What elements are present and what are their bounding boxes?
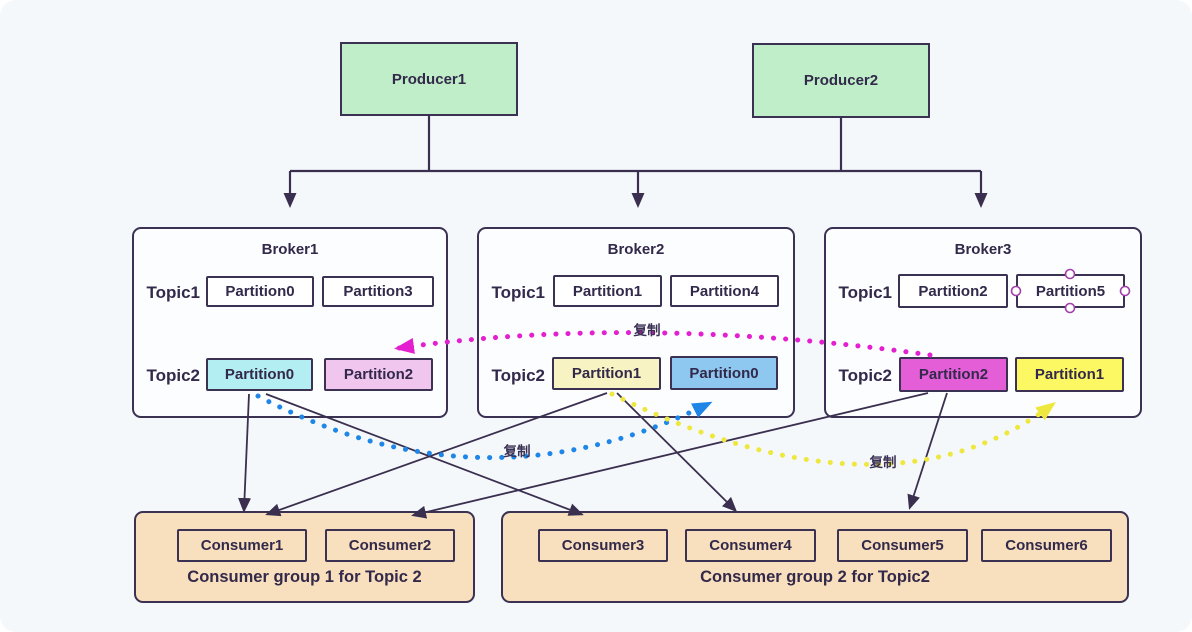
partition-label: Partition1	[572, 282, 643, 300]
consumer6-box: Consumer6	[981, 529, 1112, 562]
broker1-topic1-partition3: Partition3	[322, 276, 434, 307]
replication-label-blue: 复制	[503, 444, 531, 459]
partition-label: Partition2	[918, 282, 988, 300]
producer-bus	[283, 116, 988, 208]
broker3-topic2-label: Topic2	[838, 366, 892, 385]
consumer-label: Consumer2	[348, 537, 432, 554]
partition-label: Partition2	[918, 366, 989, 383]
partition-label: Partition1	[1034, 366, 1105, 383]
consumer-label: Consumer3	[561, 537, 645, 554]
partition-label: Partition0	[689, 364, 759, 382]
broker3-topic1-partition5-selected: Partition5	[1016, 274, 1125, 308]
consumer3-box: Consumer3	[538, 529, 668, 562]
broker2-title: Broker2	[607, 241, 665, 258]
broker2-topic1-partition1: Partition1	[553, 275, 662, 307]
broker1-topic1-label: Topic1	[146, 283, 200, 302]
broker2-topic1-label: Topic1	[491, 283, 545, 302]
partition-label: Partition1	[571, 365, 642, 382]
broker1-topic1-partition0: Partition0	[206, 276, 314, 307]
consumer-group1-label: Consumer group 1 for Topic 2	[187, 568, 422, 586]
producer1-box: Producer1	[340, 42, 518, 116]
broker2-topic1-partition4: Partition4	[670, 275, 779, 307]
consumer-label: Consumer6	[1005, 537, 1088, 554]
broker1-topic2-partition0-leader: Partition0	[206, 358, 313, 391]
partition-label: Partition2	[343, 366, 414, 383]
replication-label-yellow: 复制	[869, 455, 897, 470]
consumer-group2-label: Consumer group 2 for Topic2	[700, 568, 930, 586]
broker3-topic1-partition2: Partition2	[898, 274, 1008, 308]
consumer-label: Consumer5	[861, 537, 944, 554]
broker1-topic2-partition2-follower: Partition2	[324, 358, 433, 391]
consumer5-box: Consumer5	[837, 529, 968, 562]
broker3-title: Broker3	[954, 241, 1012, 258]
broker2-topic2-partition1-leader: Partition1	[552, 357, 661, 390]
partition-label: Partition0	[224, 366, 295, 383]
broker3-topic1-label: Topic1	[838, 283, 892, 302]
broker2-topic2-partition0-follower: Partition0	[670, 356, 778, 390]
replication-label-magenta: 复制	[633, 323, 661, 338]
producer1-label: Producer1	[391, 70, 467, 88]
partition-label: Partition0	[225, 283, 295, 300]
broker2-topic2-label: Topic2	[491, 366, 545, 385]
partition-label: Partition3	[343, 283, 413, 300]
consumer-label: Consumer1	[200, 537, 284, 554]
broker1-topic2-label: Topic2	[146, 366, 200, 385]
consumer-label: Consumer4	[709, 537, 792, 554]
producer2-label: Producer2	[803, 72, 879, 89]
consumer1-box: Consumer1	[177, 529, 307, 562]
consumer4-box: Consumer4	[685, 529, 816, 562]
partition-label: Partition4	[689, 282, 760, 300]
broker3-topic2-partition2-leader: Partition2	[899, 357, 1008, 392]
producer2-box: Producer2	[752, 43, 930, 118]
broker3-topic2-partition1-follower: Partition1	[1015, 357, 1124, 392]
consumer2-box: Consumer2	[325, 529, 455, 562]
broker1-title: Broker1	[261, 241, 319, 258]
partition-label: Partition5	[1035, 282, 1106, 300]
